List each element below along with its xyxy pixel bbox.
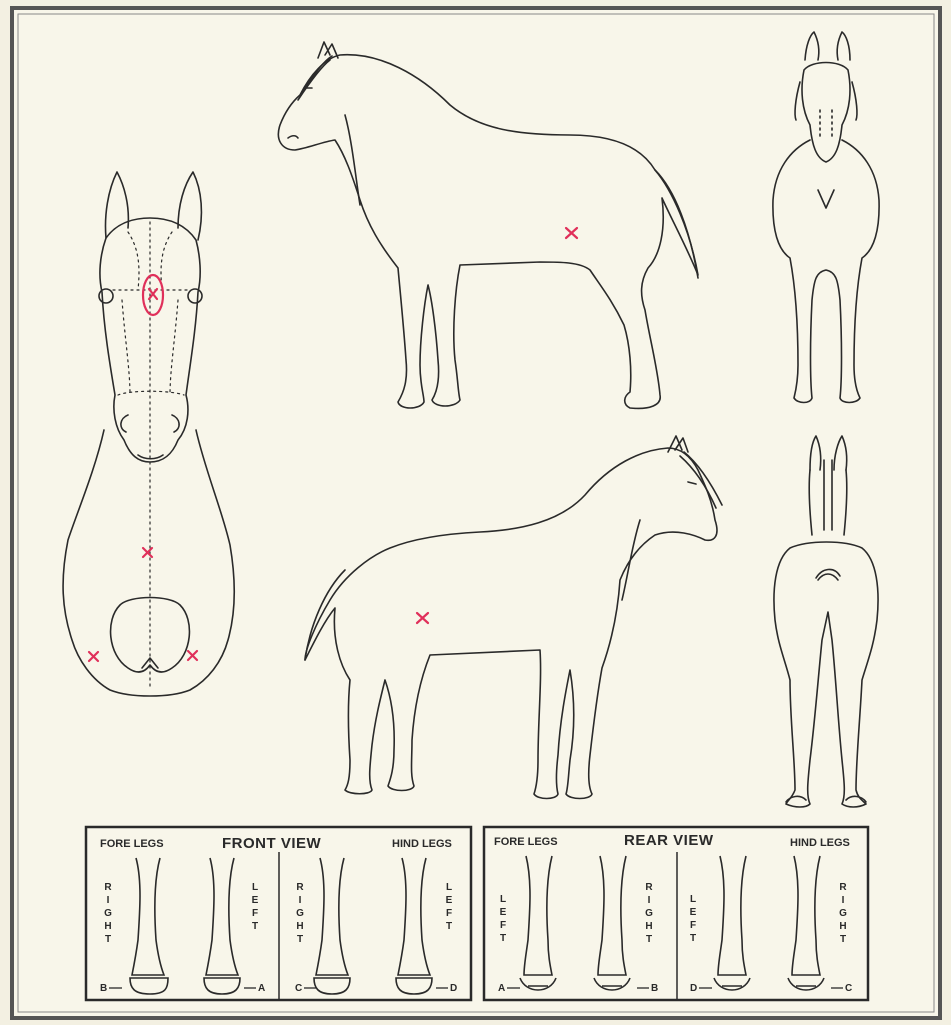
front-view-title: FRONT VIEW bbox=[222, 835, 322, 852]
front-leg-4-code: D bbox=[450, 983, 457, 994]
rear-leg-4-code: C bbox=[845, 983, 852, 994]
front-leg-1-code: B bbox=[100, 983, 107, 994]
rear-legs bbox=[520, 856, 824, 990]
front-leg-3-code: C bbox=[295, 983, 302, 994]
rear-leg-2-code: B bbox=[651, 983, 658, 994]
rear-leg-3-code: D bbox=[690, 983, 697, 994]
rear-fore-legs-label: FORE LEGS bbox=[494, 836, 558, 848]
front-legs bbox=[130, 858, 432, 994]
front-hind-legs-label: HIND LEGS bbox=[392, 838, 452, 850]
rear-view-title: REAR VIEW bbox=[624, 832, 714, 849]
rear-leg-1-code: A bbox=[498, 983, 505, 994]
front-leg-2-code: A bbox=[258, 983, 265, 994]
front-fore-legs-label: FORE LEGS bbox=[100, 838, 164, 850]
rear-hind-legs-label: HIND LEGS bbox=[790, 837, 850, 849]
